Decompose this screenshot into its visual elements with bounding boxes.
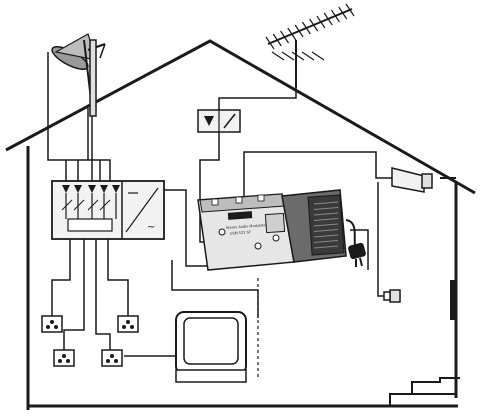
svg-text:~: ~: [147, 222, 155, 233]
wall-outlet-icon: [101, 349, 123, 367]
yagi-antenna-icon: [265, 3, 355, 88]
security-camera-icon: [391, 167, 456, 193]
power-plug-icon: [345, 219, 366, 267]
tv-set-icon: [175, 311, 247, 383]
wall-outlet-icon: [41, 315, 63, 333]
wall-outlets: [41, 315, 139, 367]
multiswitch-icon: ~: [51, 180, 165, 240]
wall-outlet-icon: [53, 349, 75, 367]
cable-wiring: [47, 52, 392, 380]
modulator-submodel: USM 522 SF: [230, 230, 251, 235]
doorbell-camera-icon: [383, 280, 456, 320]
satellite-dish-icon: [51, 33, 106, 117]
wall-outlet-icon: [117, 315, 139, 333]
modulator-icon: SPAUN Stereo Audio Modulator USM 522 SF: [197, 193, 295, 271]
modulator-brand: SPAUN: [231, 213, 248, 220]
power-supply-icon: [281, 189, 347, 263]
modulator-model: Stereo Audio Modulator: [226, 223, 268, 230]
stairs: [389, 377, 460, 406]
amplifier-icon: [197, 109, 241, 133]
